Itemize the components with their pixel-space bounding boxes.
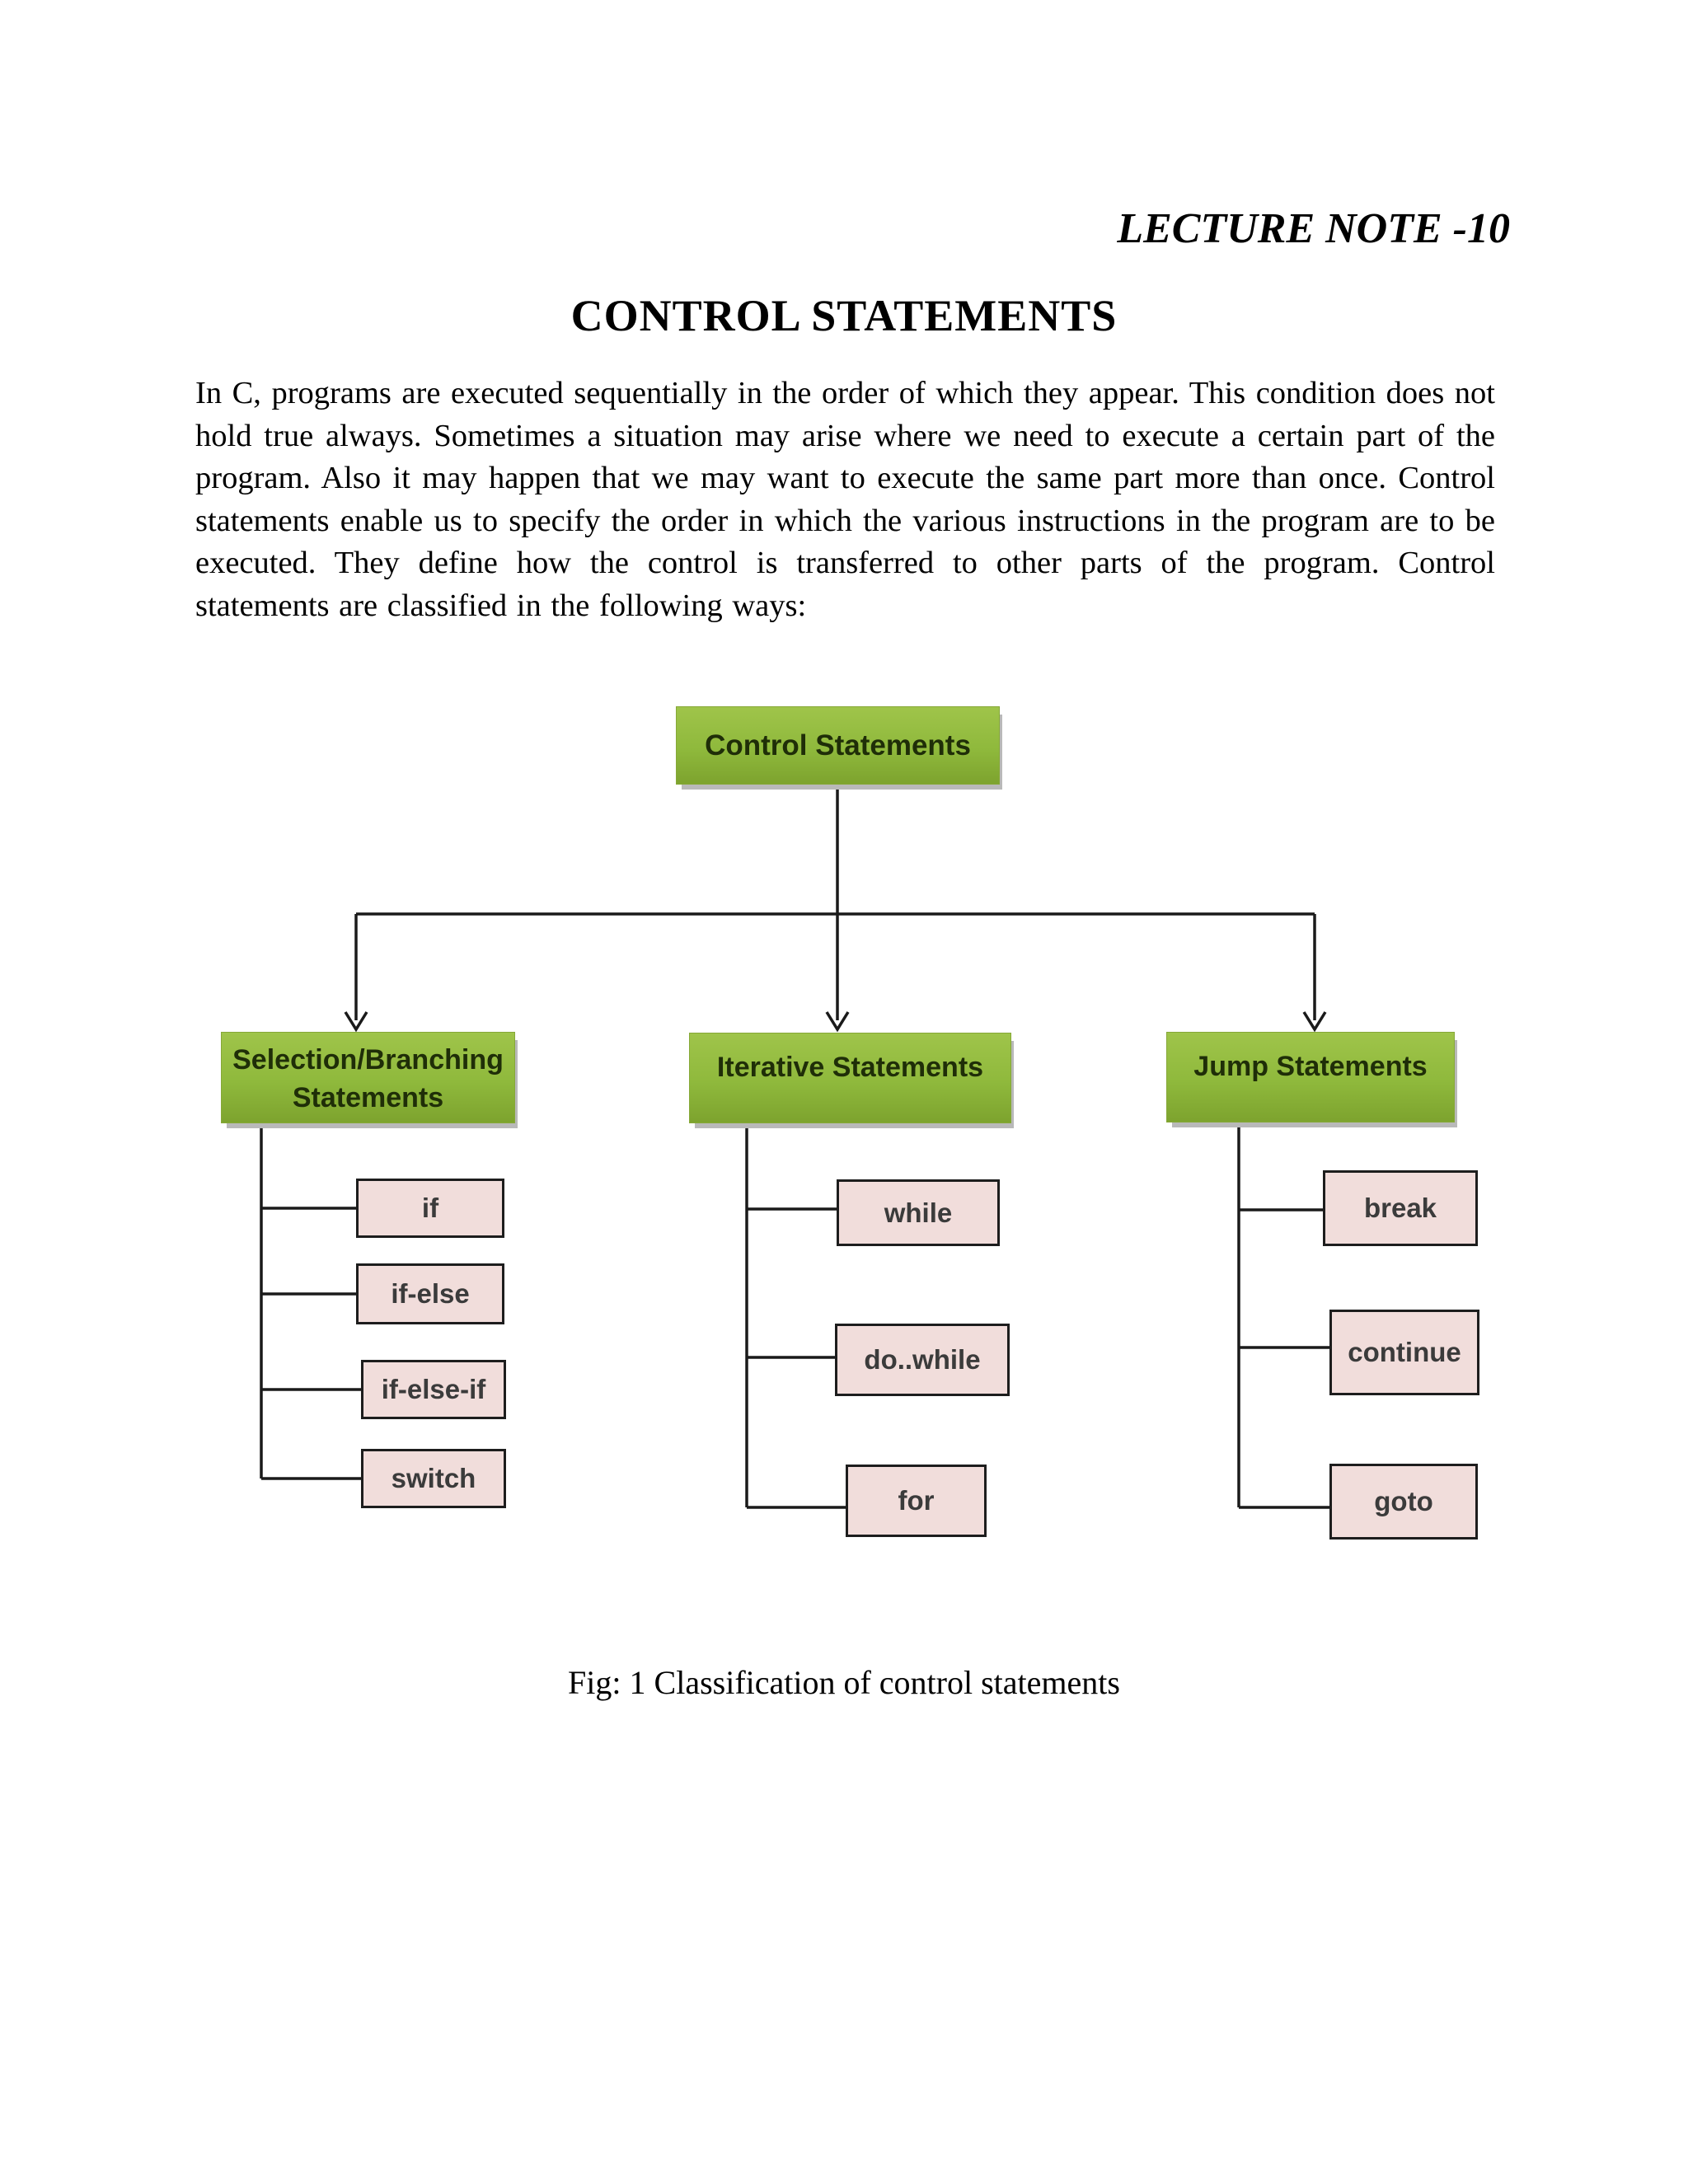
arrowhead-icon bbox=[1302, 1011, 1327, 1033]
arrowhead-icon bbox=[344, 1011, 368, 1033]
iterative-branch-lines bbox=[745, 1123, 846, 1509]
node-if: if bbox=[356, 1179, 504, 1238]
root-to-branches-connectors bbox=[344, 785, 1327, 1033]
node-do-while: do..while bbox=[835, 1324, 1010, 1396]
node-break: break bbox=[1323, 1170, 1478, 1246]
node-for: for bbox=[846, 1465, 987, 1537]
page-title: CONTROL STATEMENTS bbox=[570, 291, 1118, 340]
arrowhead-icon bbox=[825, 1011, 850, 1033]
node-goto: goto bbox=[1329, 1464, 1478, 1540]
node-selection-branching-statements: Selection/Branching Statements bbox=[221, 1032, 515, 1123]
node-while: while bbox=[837, 1179, 1000, 1246]
jump-branch-lines bbox=[1237, 1123, 1329, 1509]
node-iterative-statements: Iterative Statements bbox=[689, 1033, 1011, 1123]
figure-caption: Fig: 1 Classification of control stateme… bbox=[568, 1664, 1120, 1701]
intro-paragraph: In C, programs are executed sequentially… bbox=[195, 376, 1495, 623]
node-jump-statements: Jump Statements bbox=[1166, 1032, 1455, 1122]
lecture-note-title: LECTURE NOTE -10 bbox=[1117, 205, 1510, 252]
node-continue: continue bbox=[1329, 1310, 1479, 1395]
node-switch: switch bbox=[361, 1449, 506, 1508]
node-control-statements: Control Statements bbox=[676, 706, 1000, 785]
selection-branch-lines bbox=[260, 1123, 361, 1480]
node-if-else: if-else bbox=[356, 1263, 504, 1324]
node-if-else-if: if-else-if bbox=[361, 1360, 506, 1419]
